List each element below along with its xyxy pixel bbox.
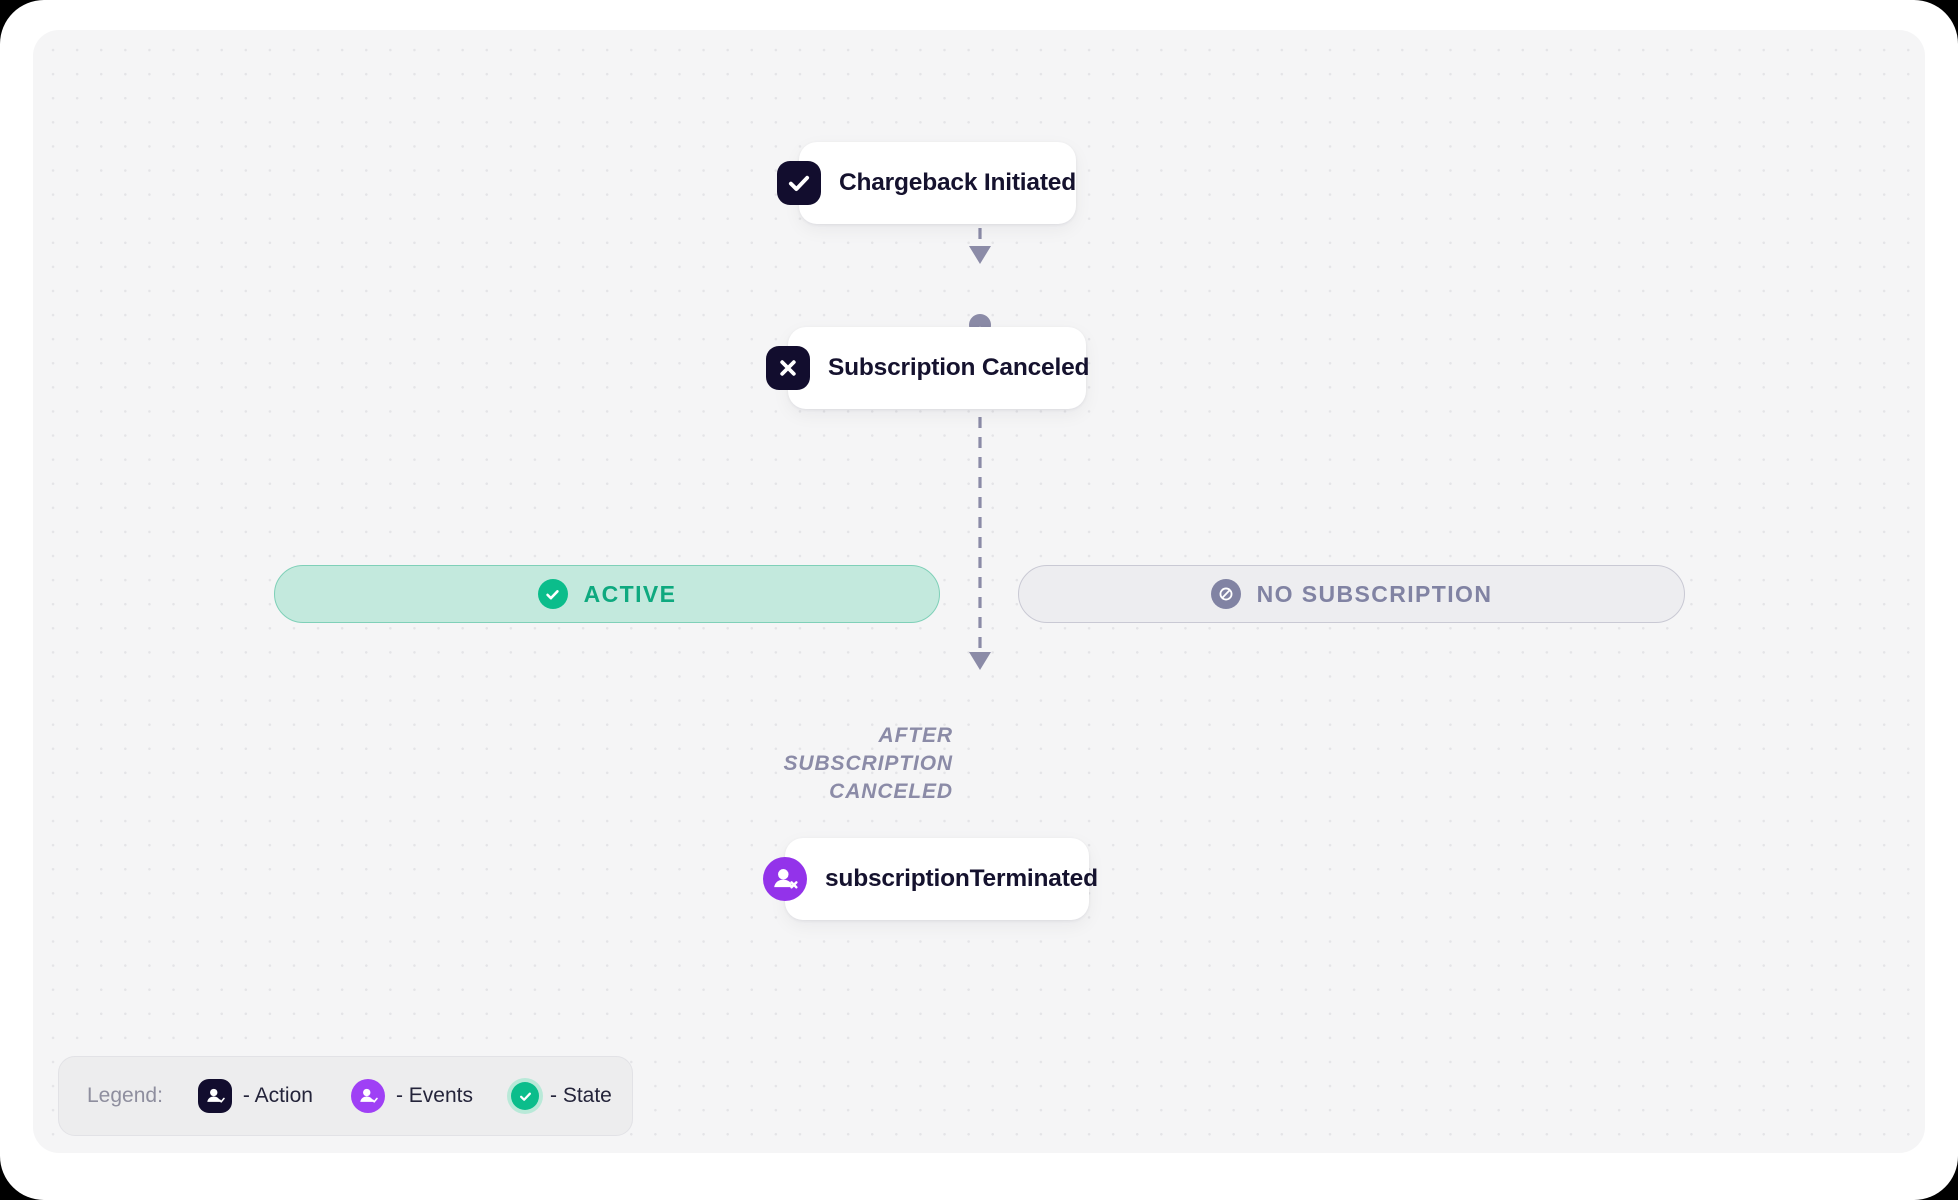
events-user-icon <box>350 1079 385 1113</box>
node-chargeback-initiated[interactable]: Chargeback Initiated <box>777 142 1076 224</box>
node-label: subscriptionTerminated <box>825 865 1098 892</box>
state-pill-active[interactable]: ACTIVE <box>274 565 940 623</box>
legend: Legend: - Action <box>58 1056 633 1136</box>
legend-item-state: - State <box>511 1082 612 1110</box>
action-user-icon <box>197 1079 232 1113</box>
user-remove-icon <box>763 857 807 901</box>
edge-label-after-subscription-canceled: AFTER SUBSCRIPTION CANCELED <box>783 724 953 803</box>
legend-item-label: - State <box>550 1084 612 1107</box>
legend-item-label: - Events <box>395 1084 473 1107</box>
check-circle-icon <box>537 579 568 609</box>
state-check-icon <box>511 1082 539 1110</box>
legend-item-events: - Events <box>350 1079 473 1113</box>
flow-canvas[interactable]: Chargeback Initiated Subscription Cancel… <box>33 30 1925 1153</box>
state-pill-no-subscription[interactable]: NO SUBSCRIPTION <box>1018 565 1685 623</box>
legend-item-action: - Action <box>197 1079 313 1113</box>
check-square-icon <box>777 161 821 205</box>
legend-title: Legend: <box>87 1084 163 1107</box>
edge-arrowhead <box>969 652 991 670</box>
state-pill-label: ACTIVE <box>583 580 677 607</box>
edge-arrowhead <box>969 246 991 264</box>
state-pill-label: NO SUBSCRIPTION <box>1256 580 1493 607</box>
node-subscription-terminated[interactable]: subscriptionTerminated <box>763 838 1098 920</box>
node-subscription-canceled[interactable]: Subscription Canceled <box>766 327 1090 409</box>
legend-item-label: - Action <box>242 1084 313 1107</box>
x-square-icon <box>766 346 810 390</box>
no-entry-icon <box>1210 579 1241 609</box>
node-label: Subscription Canceled <box>828 354 1090 381</box>
node-label: Chargeback Initiated <box>839 169 1076 196</box>
